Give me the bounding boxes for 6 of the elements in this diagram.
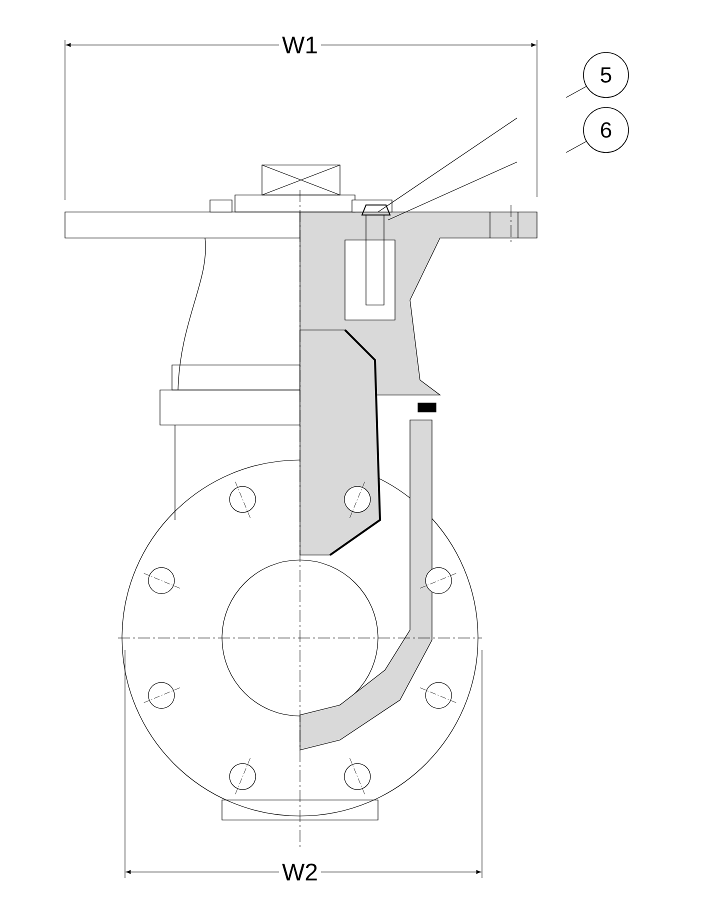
dimension-label: W2	[279, 860, 321, 884]
callout-number: 6	[583, 107, 629, 153]
callout-number: 5	[583, 52, 629, 98]
leader-line	[388, 141, 586, 220]
leader-line	[378, 86, 586, 212]
dimension-label: W1	[279, 34, 321, 56]
